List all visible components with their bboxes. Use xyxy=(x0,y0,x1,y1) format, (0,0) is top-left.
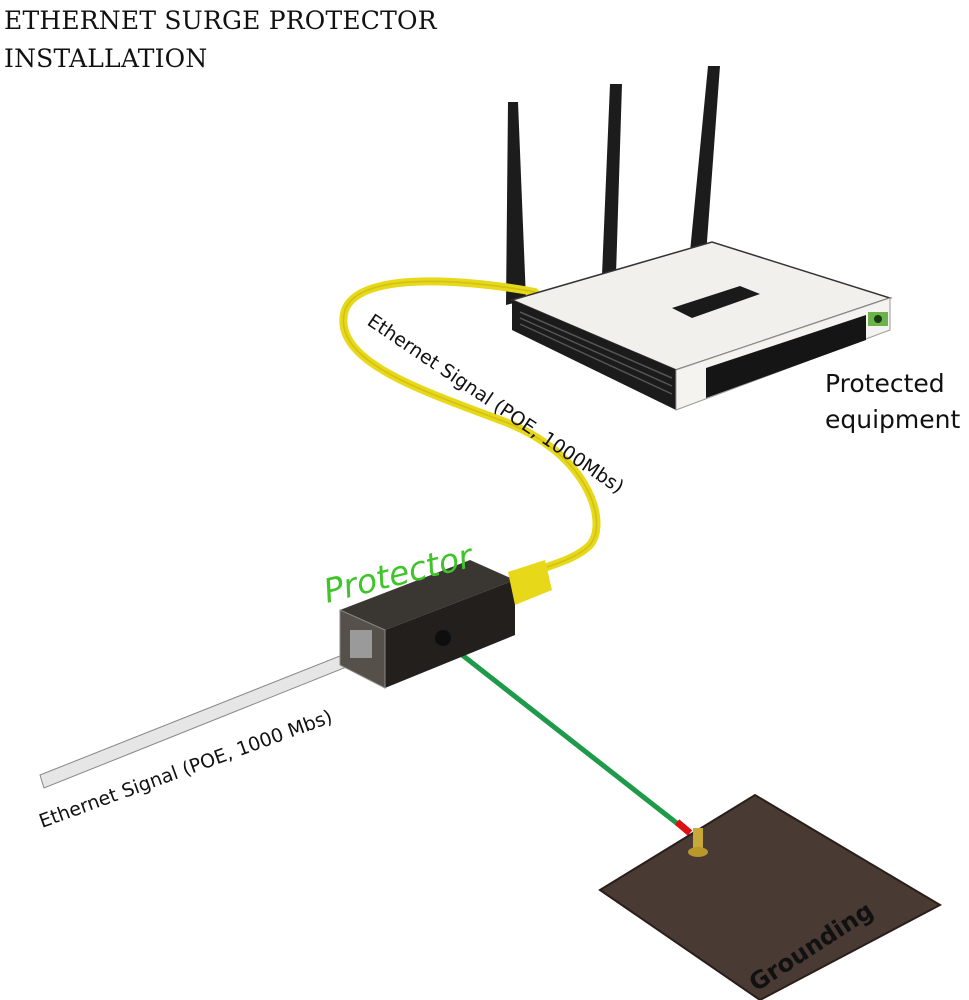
protected-equipment-label-1: Protected xyxy=(825,369,945,398)
title-line-1: ETHERNET SURGE PROTECTOR xyxy=(4,6,437,35)
protected-equipment-label-2: equipment xyxy=(825,405,960,434)
grounding-plate xyxy=(598,793,943,1000)
surge-protector xyxy=(339,560,552,689)
router-antennas xyxy=(506,66,720,305)
page-title: ETHERNET SURGE PROTECTOR INSTALLATION xyxy=(4,2,437,78)
ground-wire xyxy=(441,638,685,830)
title-line-2: INSTALLATION xyxy=(4,44,208,73)
grounding-bolt xyxy=(688,828,708,857)
router xyxy=(509,241,893,411)
